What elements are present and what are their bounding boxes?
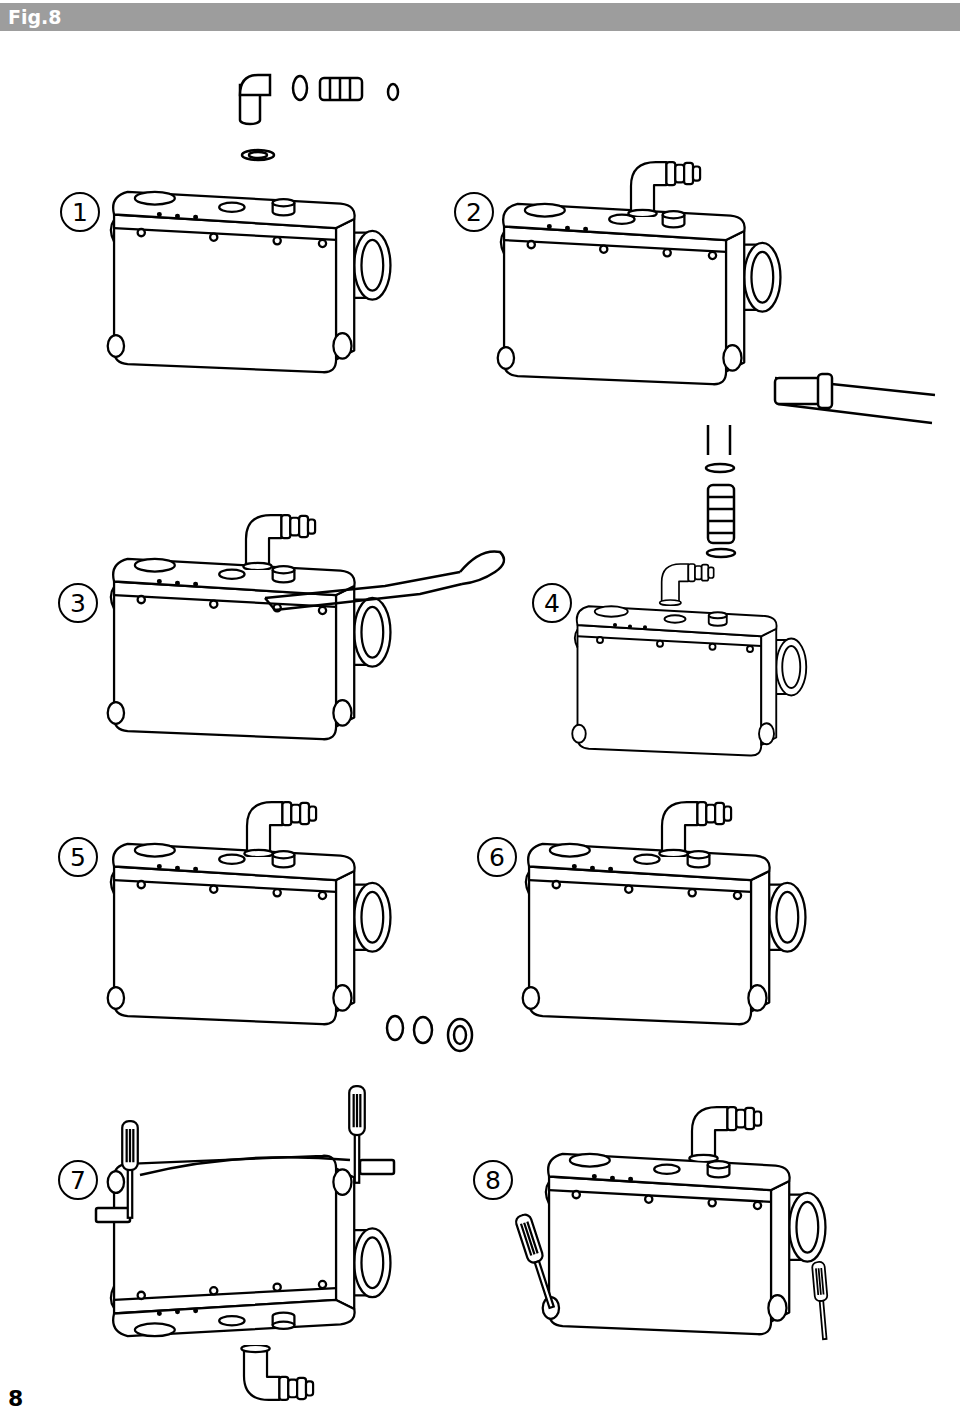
step-number-circle: 3 bbox=[58, 583, 98, 623]
step-number-circle: 6 bbox=[477, 837, 517, 877]
step-number-circle: 2 bbox=[454, 192, 494, 232]
page-number: 8 bbox=[8, 1386, 23, 1411]
step-number: 3 bbox=[70, 591, 86, 616]
step-number: 1 bbox=[72, 200, 88, 225]
step-number-circle: 4 bbox=[532, 583, 572, 623]
step-number-circle: 8 bbox=[473, 1160, 513, 1200]
header-bar: Fig.8 bbox=[0, 3, 960, 31]
step-number-circle: 5 bbox=[58, 837, 98, 877]
step-number: 7 bbox=[70, 1168, 86, 1193]
figure-title: Fig.8 bbox=[0, 3, 960, 31]
step-number-circle: 1 bbox=[60, 192, 100, 232]
step-number-circle: 7 bbox=[58, 1160, 98, 1200]
step-number: 4 bbox=[544, 591, 560, 616]
step-number: 8 bbox=[485, 1168, 501, 1193]
step-number: 2 bbox=[466, 200, 482, 225]
step-number: 5 bbox=[70, 845, 86, 870]
step-number: 6 bbox=[489, 845, 505, 870]
